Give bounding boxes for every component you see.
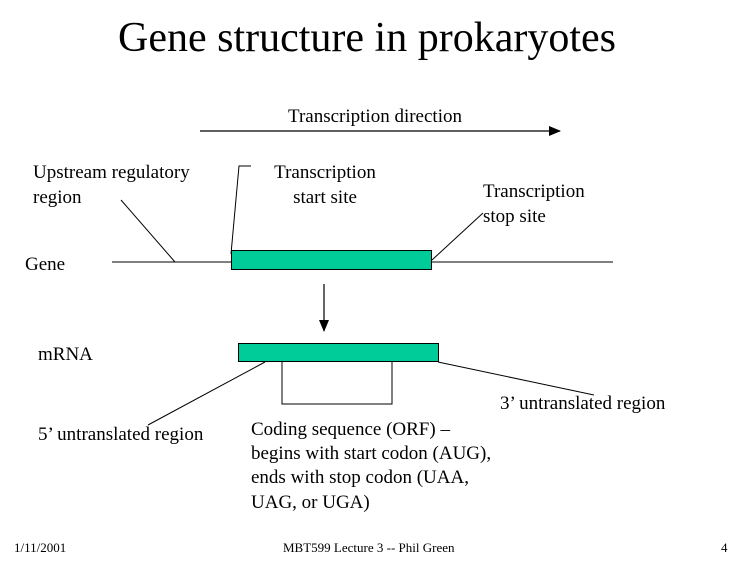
stop-site-label-line2: stop site [483, 206, 546, 227]
orf-bracket [281, 362, 393, 405]
orf-label-line2: begins with start codon (AUG), [251, 443, 492, 464]
utr5-pointer [147, 361, 266, 426]
utr3-pointer [437, 361, 595, 396]
upstream-label-line1: Upstream regulatory [33, 162, 190, 183]
utr5-label: 5’ untranslated region [38, 424, 204, 445]
stop-site-label-line1: Transcription [483, 181, 585, 202]
stop-site-pointer [431, 212, 484, 261]
gene-label: Gene [25, 254, 66, 275]
gene-box [231, 250, 432, 270]
orf-label-line3: ends with stop codon (UAA, [251, 467, 469, 488]
upstream-pointer [120, 199, 176, 263]
footer-center: MBT599 Lecture 3 -- Phil Green [283, 540, 455, 555]
mrna-label: mRNA [38, 344, 93, 365]
utr3-label: 3’ untranslated region [500, 393, 666, 414]
slide-title: Gene structure in prokaryotes [118, 15, 616, 61]
start-site-label-line2: start site [293, 187, 357, 208]
start-site-pointer [230, 165, 251, 255]
transcription-direction-label: Transcription direction [288, 106, 462, 127]
mrna-box [238, 343, 439, 362]
footer-date: 1/11/2001 [14, 540, 67, 555]
upstream-label-line2: region [33, 187, 82, 208]
footer-page-number: 4 [721, 540, 728, 555]
orf-label-line1: Coding sequence (ORF) – [251, 419, 450, 440]
start-site-label-line1: Transcription [274, 162, 376, 183]
orf-label-line4: UAG, or UGA) [251, 492, 370, 513]
